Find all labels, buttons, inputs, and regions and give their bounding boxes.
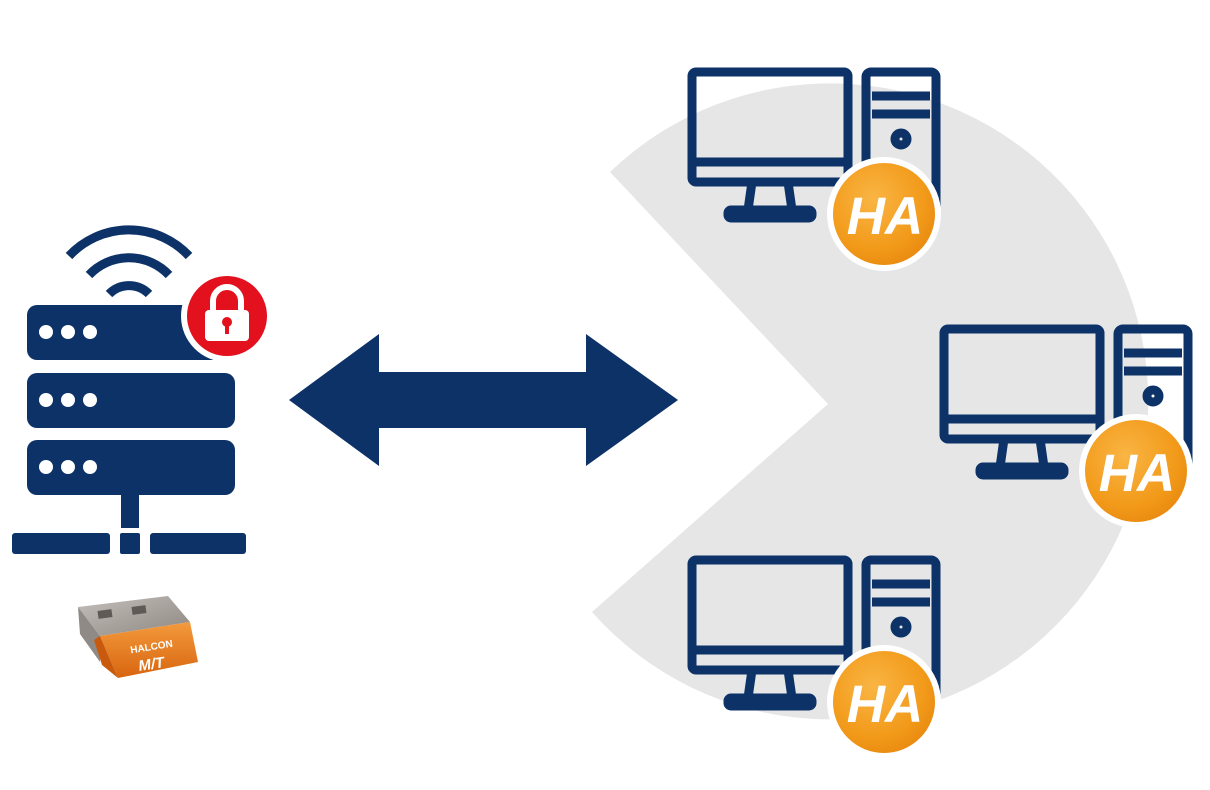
ha-badge-label: HA (1099, 444, 1176, 503)
server-unit-2 (27, 373, 235, 428)
workstation-2: HA (939, 324, 1193, 528)
ha-badge-label: HA (847, 675, 924, 734)
workstation-1: HA (687, 67, 941, 271)
license-server (12, 225, 273, 554)
ha-badge-icon: HA (1079, 414, 1193, 528)
double-arrow-icon (289, 334, 678, 466)
server-rack-icon (12, 305, 246, 554)
ha-badge-label: HA (847, 187, 924, 246)
usb-dongle-icon: HALCON M/T (78, 596, 198, 678)
ha-badge-icon: HA (827, 157, 941, 271)
wifi-icon (65, 225, 193, 298)
workstation-3: HA (687, 555, 941, 759)
lock-icon (181, 270, 273, 362)
ha-badge-icon: HA (827, 645, 941, 759)
server-unit-3 (27, 440, 235, 495)
dongle-model: M/T (137, 654, 167, 675)
desktop-computer-icon (687, 67, 941, 227)
